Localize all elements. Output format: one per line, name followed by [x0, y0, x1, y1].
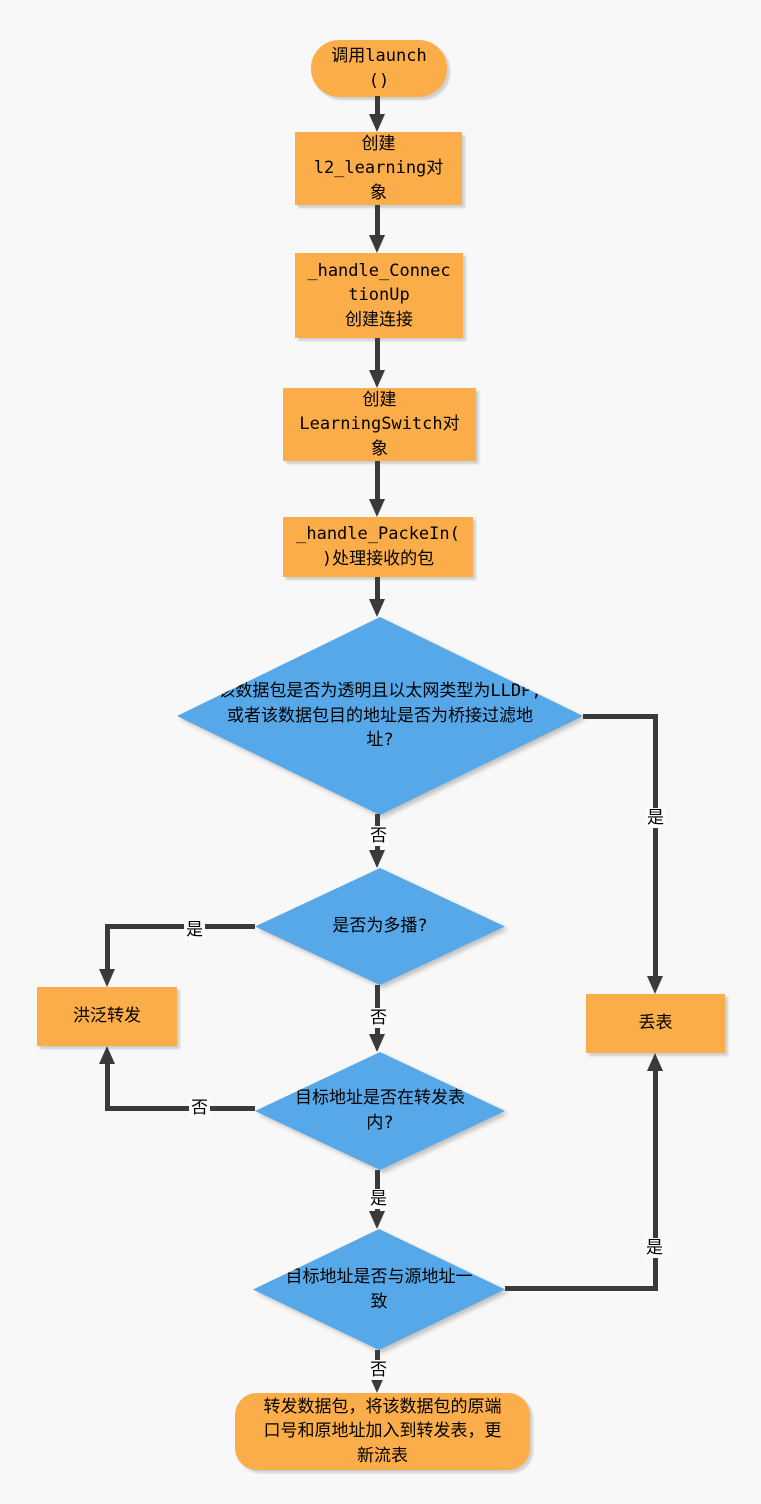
create-learningswitch-node: 创建 LearningSwitch对 象 [283, 388, 476, 461]
connector [375, 96, 380, 115]
decision-same-address-diamond: 目标地址是否与源地址一 致 [253, 1229, 505, 1350]
decision-same-address-label: 目标地址是否与源地址一 致 [253, 1229, 505, 1350]
connector [375, 577, 380, 601]
edge-label-same-yes: 是 [644, 1238, 665, 1259]
edge-label-lldp-yes: 是 [645, 808, 666, 829]
decision-forward-table-diamond: 目标地址是否在转发表 内? [255, 1052, 505, 1170]
arrowhead-down-icon [99, 969, 115, 987]
edge-label-multicast-no: 否 [368, 1008, 389, 1029]
arrowhead-down-icon [647, 976, 663, 994]
arrowhead-up-icon [99, 1046, 115, 1064]
edge-label-lldp-no: 否 [368, 826, 389, 847]
arrowhead-down-icon [369, 1211, 385, 1229]
edge-label-table-no: 否 [189, 1098, 210, 1119]
decision-lldp-diamond: 该数据包是否为透明且以太网类型为LLDP, 或者该数据包目的地址是否为桥接过滤地… [177, 617, 583, 815]
connector [375, 461, 380, 501]
decision-multicast-label: 是否为多播? [255, 868, 505, 985]
connector [653, 1070, 658, 1291]
arrowhead-down-icon [369, 1034, 385, 1052]
edge-label-table-yes: 是 [368, 1189, 389, 1210]
connector [105, 924, 110, 970]
connector [653, 714, 658, 977]
forward-packet-node: 转发数据包，将该数据包的原端 口号和原地址加入到转发表，更 新流表 [235, 1393, 530, 1470]
arrowhead-down-icon [369, 114, 385, 132]
arrowhead-down-icon [369, 370, 385, 388]
start-node: 调用launch () [311, 40, 447, 97]
connector [105, 924, 255, 929]
decision-lldp-label: 该数据包是否为透明且以太网类型为LLDP, 或者该数据包目的地址是否为桥接过滤地… [177, 617, 583, 815]
edge-label-multicast-yes: 是 [184, 920, 205, 941]
connector [105, 1063, 110, 1111]
decision-multicast-diamond: 是否为多播? [255, 868, 505, 985]
flood-node: 洪泛转发 [37, 987, 177, 1046]
connector [375, 205, 380, 236]
arrowhead-down-icon [369, 850, 385, 868]
connector [105, 1106, 255, 1111]
connector [375, 338, 380, 371]
handle-packetin-node: _handle_PackeIn( )处理接收的包 [283, 517, 473, 577]
connector [583, 714, 658, 719]
connector [505, 1286, 658, 1291]
create-l2-node: 创建 l2_learning对 象 [295, 132, 462, 205]
arrowhead-down-icon [369, 235, 385, 253]
arrowhead-down-icon [369, 599, 385, 617]
decision-forward-table-label: 目标地址是否在转发表 内? [255, 1052, 505, 1170]
arrowhead-down-icon [369, 499, 385, 517]
edge-label-same-no: 否 [368, 1360, 389, 1381]
arrowhead-up-icon [647, 1053, 663, 1071]
drop-node: 丢表 [586, 994, 725, 1053]
handle-connectionup-node: _handle_Connec tionUp 创建连接 [295, 253, 463, 338]
